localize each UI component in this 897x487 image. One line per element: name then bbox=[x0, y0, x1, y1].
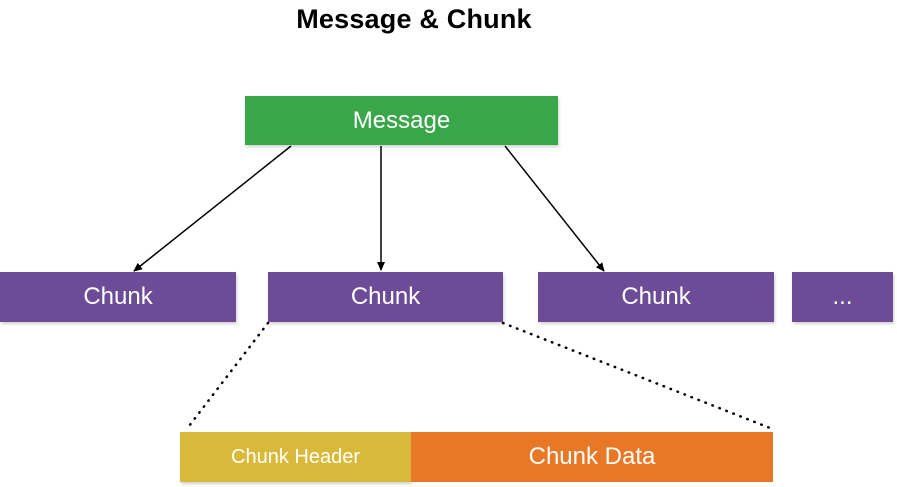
chunk-box-3: Chunk bbox=[538, 272, 774, 322]
chunk-box-more: ... bbox=[792, 272, 893, 322]
arrow-message-to-chunk-3 bbox=[504, 145, 605, 272]
message-box: Message bbox=[245, 96, 558, 145]
chunk-box-1: Chunk bbox=[0, 272, 236, 322]
dotted-line-left bbox=[184, 321, 270, 432]
chunk-header-box: Chunk Header bbox=[180, 432, 411, 482]
dotted-line-right bbox=[501, 321, 772, 430]
diagram-title: Message & Chunk bbox=[296, 4, 532, 34]
chunk-box-2: Chunk bbox=[268, 272, 503, 322]
chunk-data-box: Chunk Data bbox=[411, 432, 773, 482]
arrow-message-to-chunk-1 bbox=[133, 145, 292, 272]
